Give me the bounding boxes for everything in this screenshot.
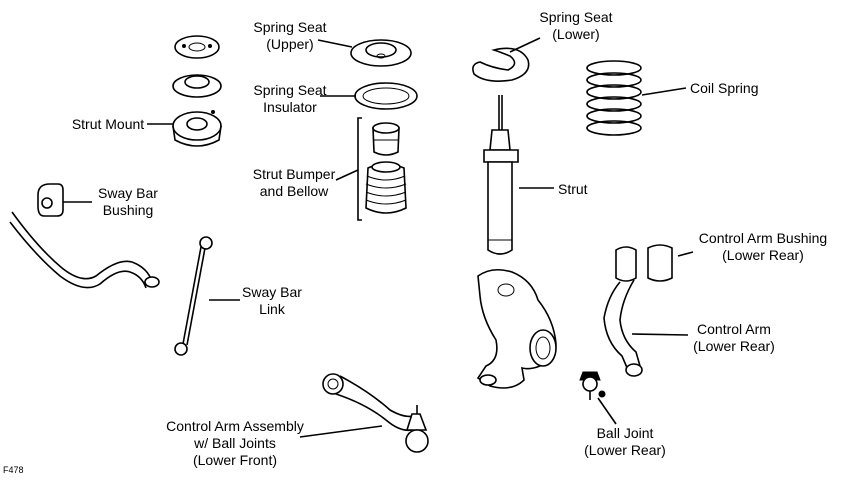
coil-spring-illustration [586,60,642,136]
label-ball-joint: Ball Joint (Lower Rear) [584,425,666,458]
spring-seat-insulator-illustration [354,82,418,110]
sway-bar-link-illustration [174,236,213,356]
label-strut-mount: Strut Mount [71,116,145,132]
strut-mount-illustration [172,35,222,147]
ball-joint-illustration [579,371,606,400]
label-control-arm-bushing: Control Arm Bushing (Lower Rear) [698,230,828,263]
label-spring-seat-insulator: Spring Seat Insulator [253,82,327,115]
sway-bar-bushing-illustration [37,183,64,217]
label-sway-bar-bushing: Sway Bar Bushing [98,185,158,218]
figure-id: F478 [3,465,24,475]
label-strut: Strut [558,181,588,197]
strut-illustration [483,95,519,255]
control-arm-bushing-illustration [615,244,673,282]
spring-seat-lower-illustration [472,47,530,82]
label-sway-bar-link: Sway Bar Link [242,284,302,317]
label-control-arm: Control Arm (Lower Rear) [693,321,775,354]
label-spring-seat-upper: Spring Seat (Upper) [253,19,327,52]
control-arm-assembly-illustration [322,373,429,453]
steering-knuckle-illustration [476,268,557,389]
control-arm-illustration [603,279,643,377]
bellow-illustration [365,161,407,214]
label-spring-seat-lower: Spring Seat (Lower) [539,9,613,42]
strut-bumper-illustration [372,122,400,156]
sway-bar-illustration [9,211,160,289]
label-coil-spring: Coil Spring [690,80,759,96]
label-strut-bumper-and-bellow: Strut Bumper and Bellow [252,166,336,199]
leader-lines [63,37,694,438]
label-control-arm-assembly: Control Arm Assembly w/ Ball Joints (Low… [166,418,304,468]
spring-seat-upper-illustration [350,39,412,67]
